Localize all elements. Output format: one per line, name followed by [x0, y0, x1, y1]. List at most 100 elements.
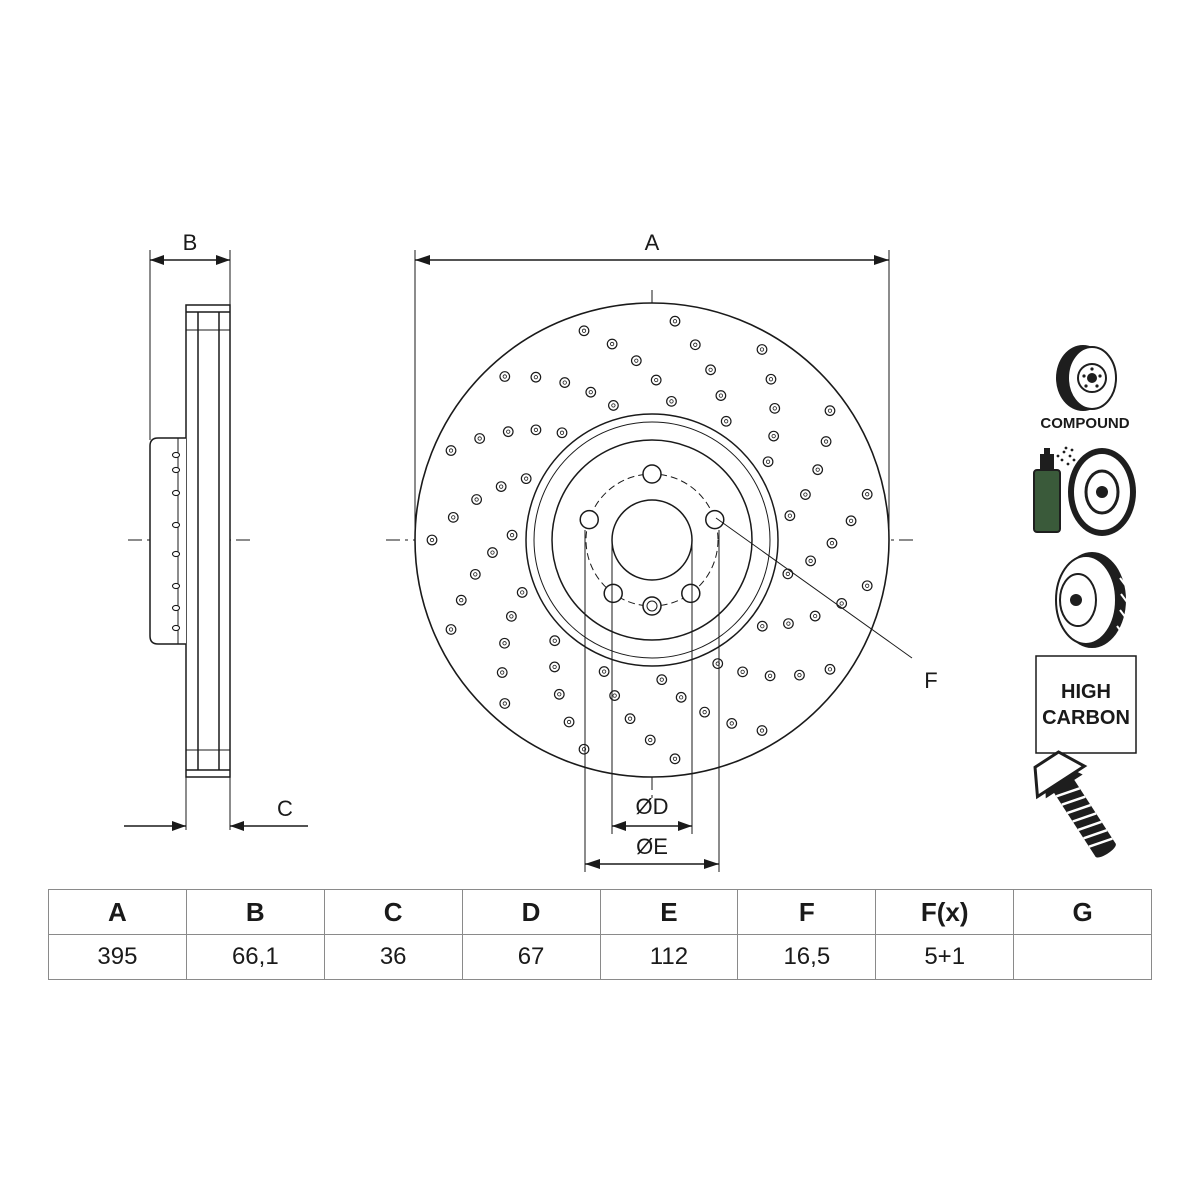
drill-hole-center	[708, 367, 713, 372]
bolt-hole	[705, 509, 725, 530]
side-view-hole	[171, 466, 181, 474]
drill-hole-center	[500, 670, 505, 675]
drill-hole-center	[566, 719, 572, 725]
spec-table: A B C D E F F(x) G 395 66,1 36 67 112 16…	[48, 889, 1152, 980]
spec-table-value-row: 395 66,1 36 67 112 16,5 5+1	[48, 934, 1152, 980]
spec-value-f: 16,5	[737, 934, 877, 980]
drill-hole-center	[490, 550, 495, 555]
vented-disc-icon	[1055, 552, 1128, 648]
drill-hole-center	[502, 701, 507, 706]
drill-hole-center	[771, 433, 776, 439]
drill-hole-center	[557, 692, 562, 697]
spec-value-fx: 5+1	[875, 934, 1015, 980]
drill-hole-center	[610, 341, 615, 347]
dimension-c-label: C	[277, 796, 293, 821]
drill-hole-center	[865, 492, 870, 497]
drill-hole-center	[815, 467, 820, 472]
spec-header-a: A	[48, 889, 187, 935]
spec-header-fx: F(x)	[875, 889, 1015, 935]
drill-hole-center	[702, 710, 707, 715]
dimension-a-label: A	[645, 230, 660, 255]
drill-hole-center	[765, 459, 771, 464]
side-view-hole	[171, 550, 181, 558]
drilled-holes	[426, 315, 873, 765]
spec-value-d: 67	[461, 934, 601, 980]
drill-hole-center	[533, 375, 538, 380]
front-view	[386, 290, 918, 800]
dimension-c: C	[124, 796, 308, 831]
drill-hole-center	[520, 590, 525, 595]
drill-hole-center	[473, 572, 478, 577]
drill-hole-center	[759, 347, 765, 352]
side-view-holes	[171, 451, 181, 632]
high-carbon-label-line1: HIGH	[1061, 681, 1111, 703]
drill-hole-center	[506, 429, 511, 434]
drill-hole-center	[474, 497, 479, 502]
drill-hole-center	[669, 399, 674, 404]
drill-hole-center	[524, 476, 529, 481]
drill-hole-center	[829, 541, 835, 546]
drill-hole-center	[823, 439, 829, 444]
drill-hole-center	[611, 403, 616, 408]
coating-spray-icon	[1033, 446, 1136, 536]
compound-icon	[1056, 345, 1117, 411]
drill-hole-center	[602, 669, 607, 674]
dimension-d	[611, 540, 693, 834]
drill-hole-center	[552, 638, 557, 643]
compound-label: COMPOUND	[1040, 415, 1129, 432]
drill-hole-center	[659, 677, 664, 682]
drill-hole-center	[559, 430, 565, 435]
spec-value-e: 112	[599, 934, 739, 980]
drill-hole-center	[839, 601, 844, 606]
drill-hole-center	[865, 583, 870, 588]
side-view-hole	[171, 489, 181, 497]
dimension-b-label: B	[183, 230, 198, 255]
spec-header-d: D	[461, 889, 601, 935]
drill-hole-center	[533, 427, 539, 432]
side-view-hole	[171, 451, 181, 459]
bolt-hole	[642, 464, 662, 484]
drill-hole-center	[693, 342, 698, 347]
drill-hole-center	[588, 390, 593, 395]
drill-hole-center	[634, 358, 639, 363]
dimension-f: F	[715, 517, 938, 693]
dimension-d-label: ØD	[636, 794, 669, 819]
spec-table-header-row: A B C D E F F(x) G	[48, 889, 1152, 935]
side-view-hole	[171, 604, 181, 612]
spec-header-c: C	[323, 889, 463, 935]
drill-hole-center	[785, 571, 790, 576]
bolt-hole-inner	[646, 600, 658, 612]
drill-hole-center	[648, 737, 653, 743]
drill-hole-center	[740, 669, 745, 674]
bolt-hole	[603, 583, 623, 604]
drill-hole-center	[502, 641, 507, 646]
spec-value-g	[1013, 934, 1152, 980]
dimension-e-label: ØE	[636, 834, 668, 859]
drill-hole-center	[672, 756, 678, 761]
drill-hole-center	[803, 492, 808, 497]
drill-hole-center	[654, 377, 659, 383]
drill-hole-center	[848, 518, 854, 523]
drill-hole-center	[767, 673, 773, 678]
drill-hole-center	[827, 408, 833, 413]
spec-header-f: F	[737, 889, 877, 935]
dimension-a: A	[414, 230, 890, 530]
drill-hole-center	[448, 448, 454, 453]
side-view-hole	[171, 624, 181, 632]
drill-hole-center	[477, 436, 482, 441]
dimension-f-label: F	[924, 668, 937, 693]
drill-hole-center	[502, 374, 507, 379]
spec-header-e: E	[599, 889, 739, 935]
drill-hole-center	[797, 673, 802, 678]
high-carbon-label-line2: CARBON	[1042, 707, 1130, 729]
drill-hole-center	[509, 614, 514, 619]
drill-hole-center	[827, 667, 833, 672]
bolt-hole	[579, 509, 599, 530]
technical-drawing: B C A Ø	[124, 230, 1137, 872]
drill-hole-center	[786, 621, 791, 626]
drill-hole-center	[813, 613, 818, 619]
drill-hole-center	[672, 319, 678, 324]
drill-hole-center	[724, 419, 729, 424]
spec-value-b: 66,1	[185, 934, 325, 980]
spec-header-b: B	[185, 889, 325, 935]
